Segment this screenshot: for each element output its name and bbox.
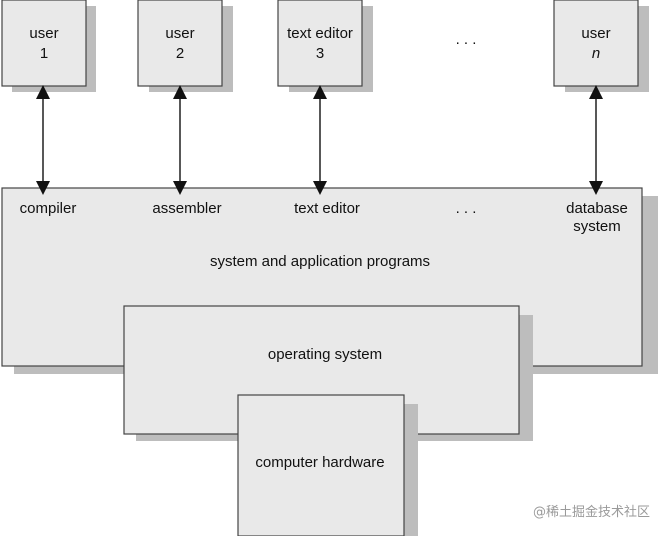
operating-system-layer [123, 305, 533, 441]
watermark-text: @稀土掘金技术社区 [533, 504, 650, 520]
operating-system-label: operating system [268, 346, 382, 363]
hardware-layer [237, 394, 418, 536]
system-programs-layer [1, 187, 658, 374]
user-ellipsis: . . . [456, 31, 477, 48]
user-box-2 [137, 0, 233, 92]
program-compiler: compiler [20, 200, 77, 217]
user-2-label: user [165, 25, 194, 42]
user-2-id: 2 [176, 45, 184, 62]
user-3-id: 3 [316, 45, 324, 62]
program-assembler: assembler [152, 200, 221, 217]
user-1-label: user [29, 25, 58, 42]
hardware-label: computer hardware [255, 454, 384, 471]
user-box-3 [277, 0, 373, 92]
user-n-id: n [592, 45, 600, 62]
user-1-id: 1 [40, 45, 48, 62]
program-database-line2: system [573, 218, 621, 235]
user-box-n [553, 0, 649, 92]
user-box-1 [1, 0, 96, 92]
program-database-line1: database [566, 200, 628, 217]
user-n-label: user [581, 25, 610, 42]
program-ellipsis: . . . [456, 200, 477, 217]
system-programs-label: system and application programs [210, 253, 430, 270]
user-3-label: text editor [287, 25, 353, 42]
program-text-editor: text editor [294, 200, 360, 217]
